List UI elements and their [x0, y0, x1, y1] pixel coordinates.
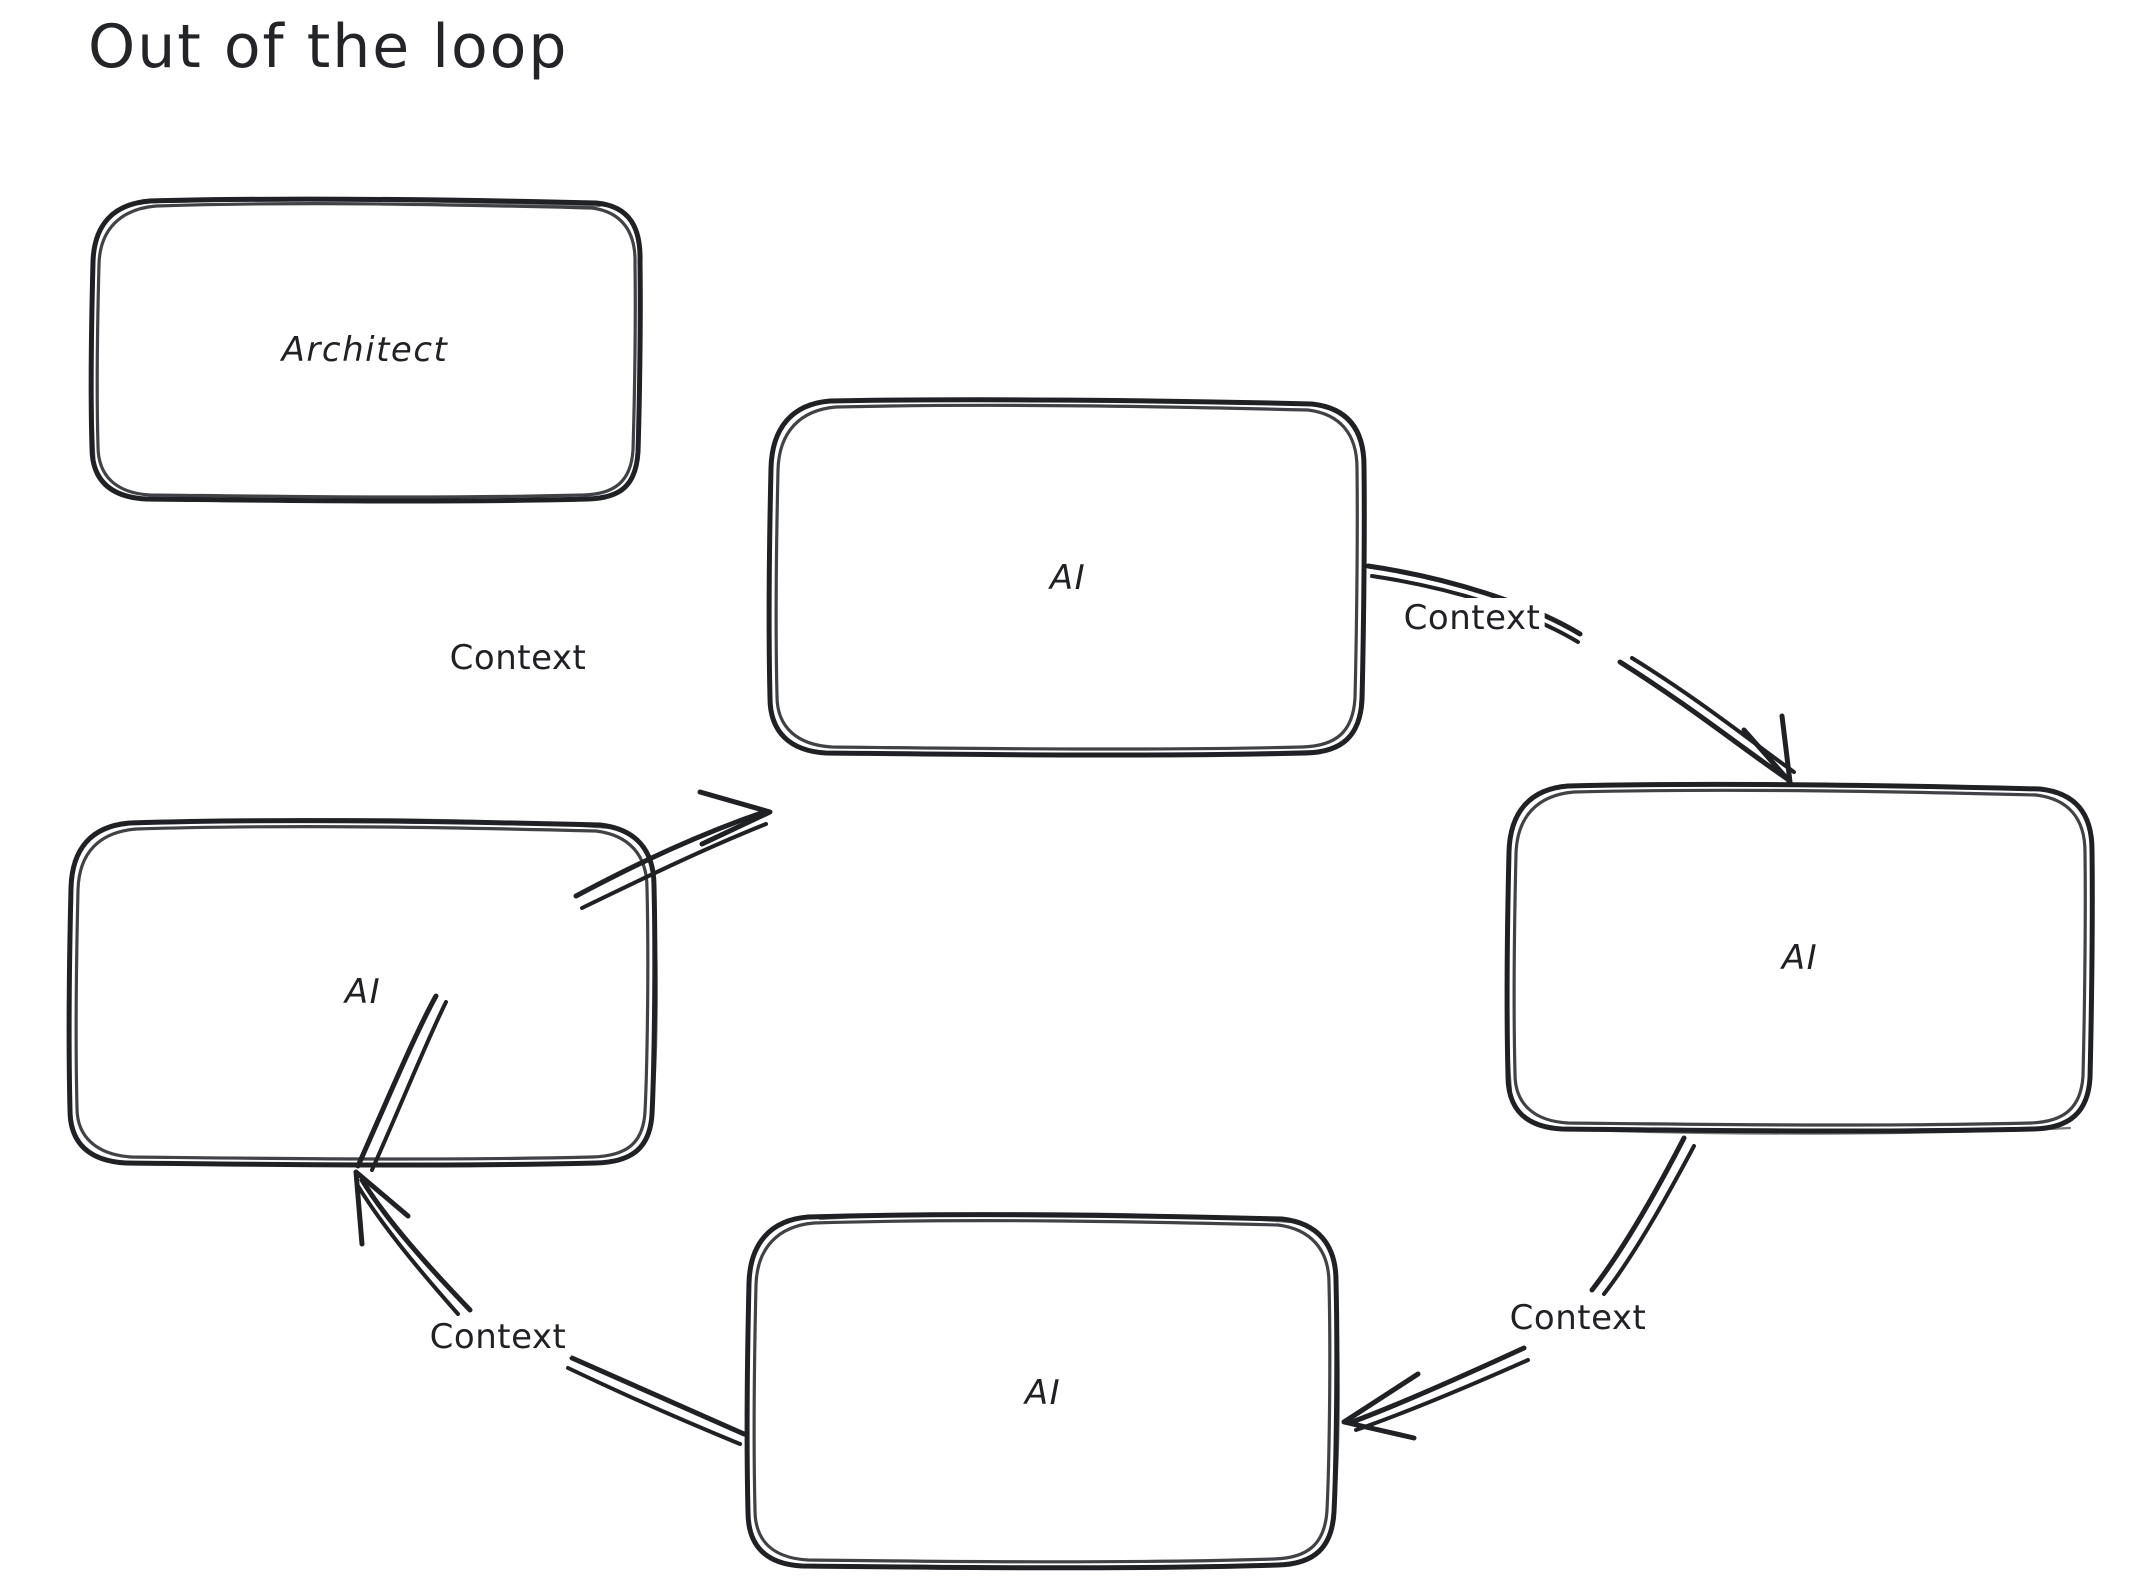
edge-right-to-bottom-arrow	[1341, 1135, 1696, 1441]
edge-label-right-to-bottom: Context	[1505, 1298, 1651, 1338]
edge-label-bottom-to-left: Context	[425, 1317, 571, 1357]
edge-left-to-top-arrow	[355, 789, 773, 1172]
node-label-ai-left: AI	[344, 972, 382, 1012]
node-label-ai-bottom: AI	[1024, 1373, 1062, 1413]
node-ai-top-shape[interactable]	[766, 397, 1367, 758]
node-label-ai-right: AI	[1781, 938, 1819, 978]
edge-bottom-to-left-arrow	[353, 1169, 747, 1446]
node-ai-right-shape[interactable]	[1504, 781, 2095, 1135]
node-architect-shape-jitter	[90, 199, 602, 472]
node-label-ai-top: AI	[1049, 558, 1087, 598]
node-ai-left-shape[interactable]	[66, 817, 658, 1168]
edge-label-left-to-top: Context	[445, 638, 591, 678]
node-label-architect: Architect	[281, 330, 449, 370]
edge-label-top-to-right: Context	[1399, 598, 1545, 638]
page-title: Out of the loop	[88, 12, 569, 82]
node-ai-bottom-shape[interactable]	[744, 1212, 1340, 1571]
